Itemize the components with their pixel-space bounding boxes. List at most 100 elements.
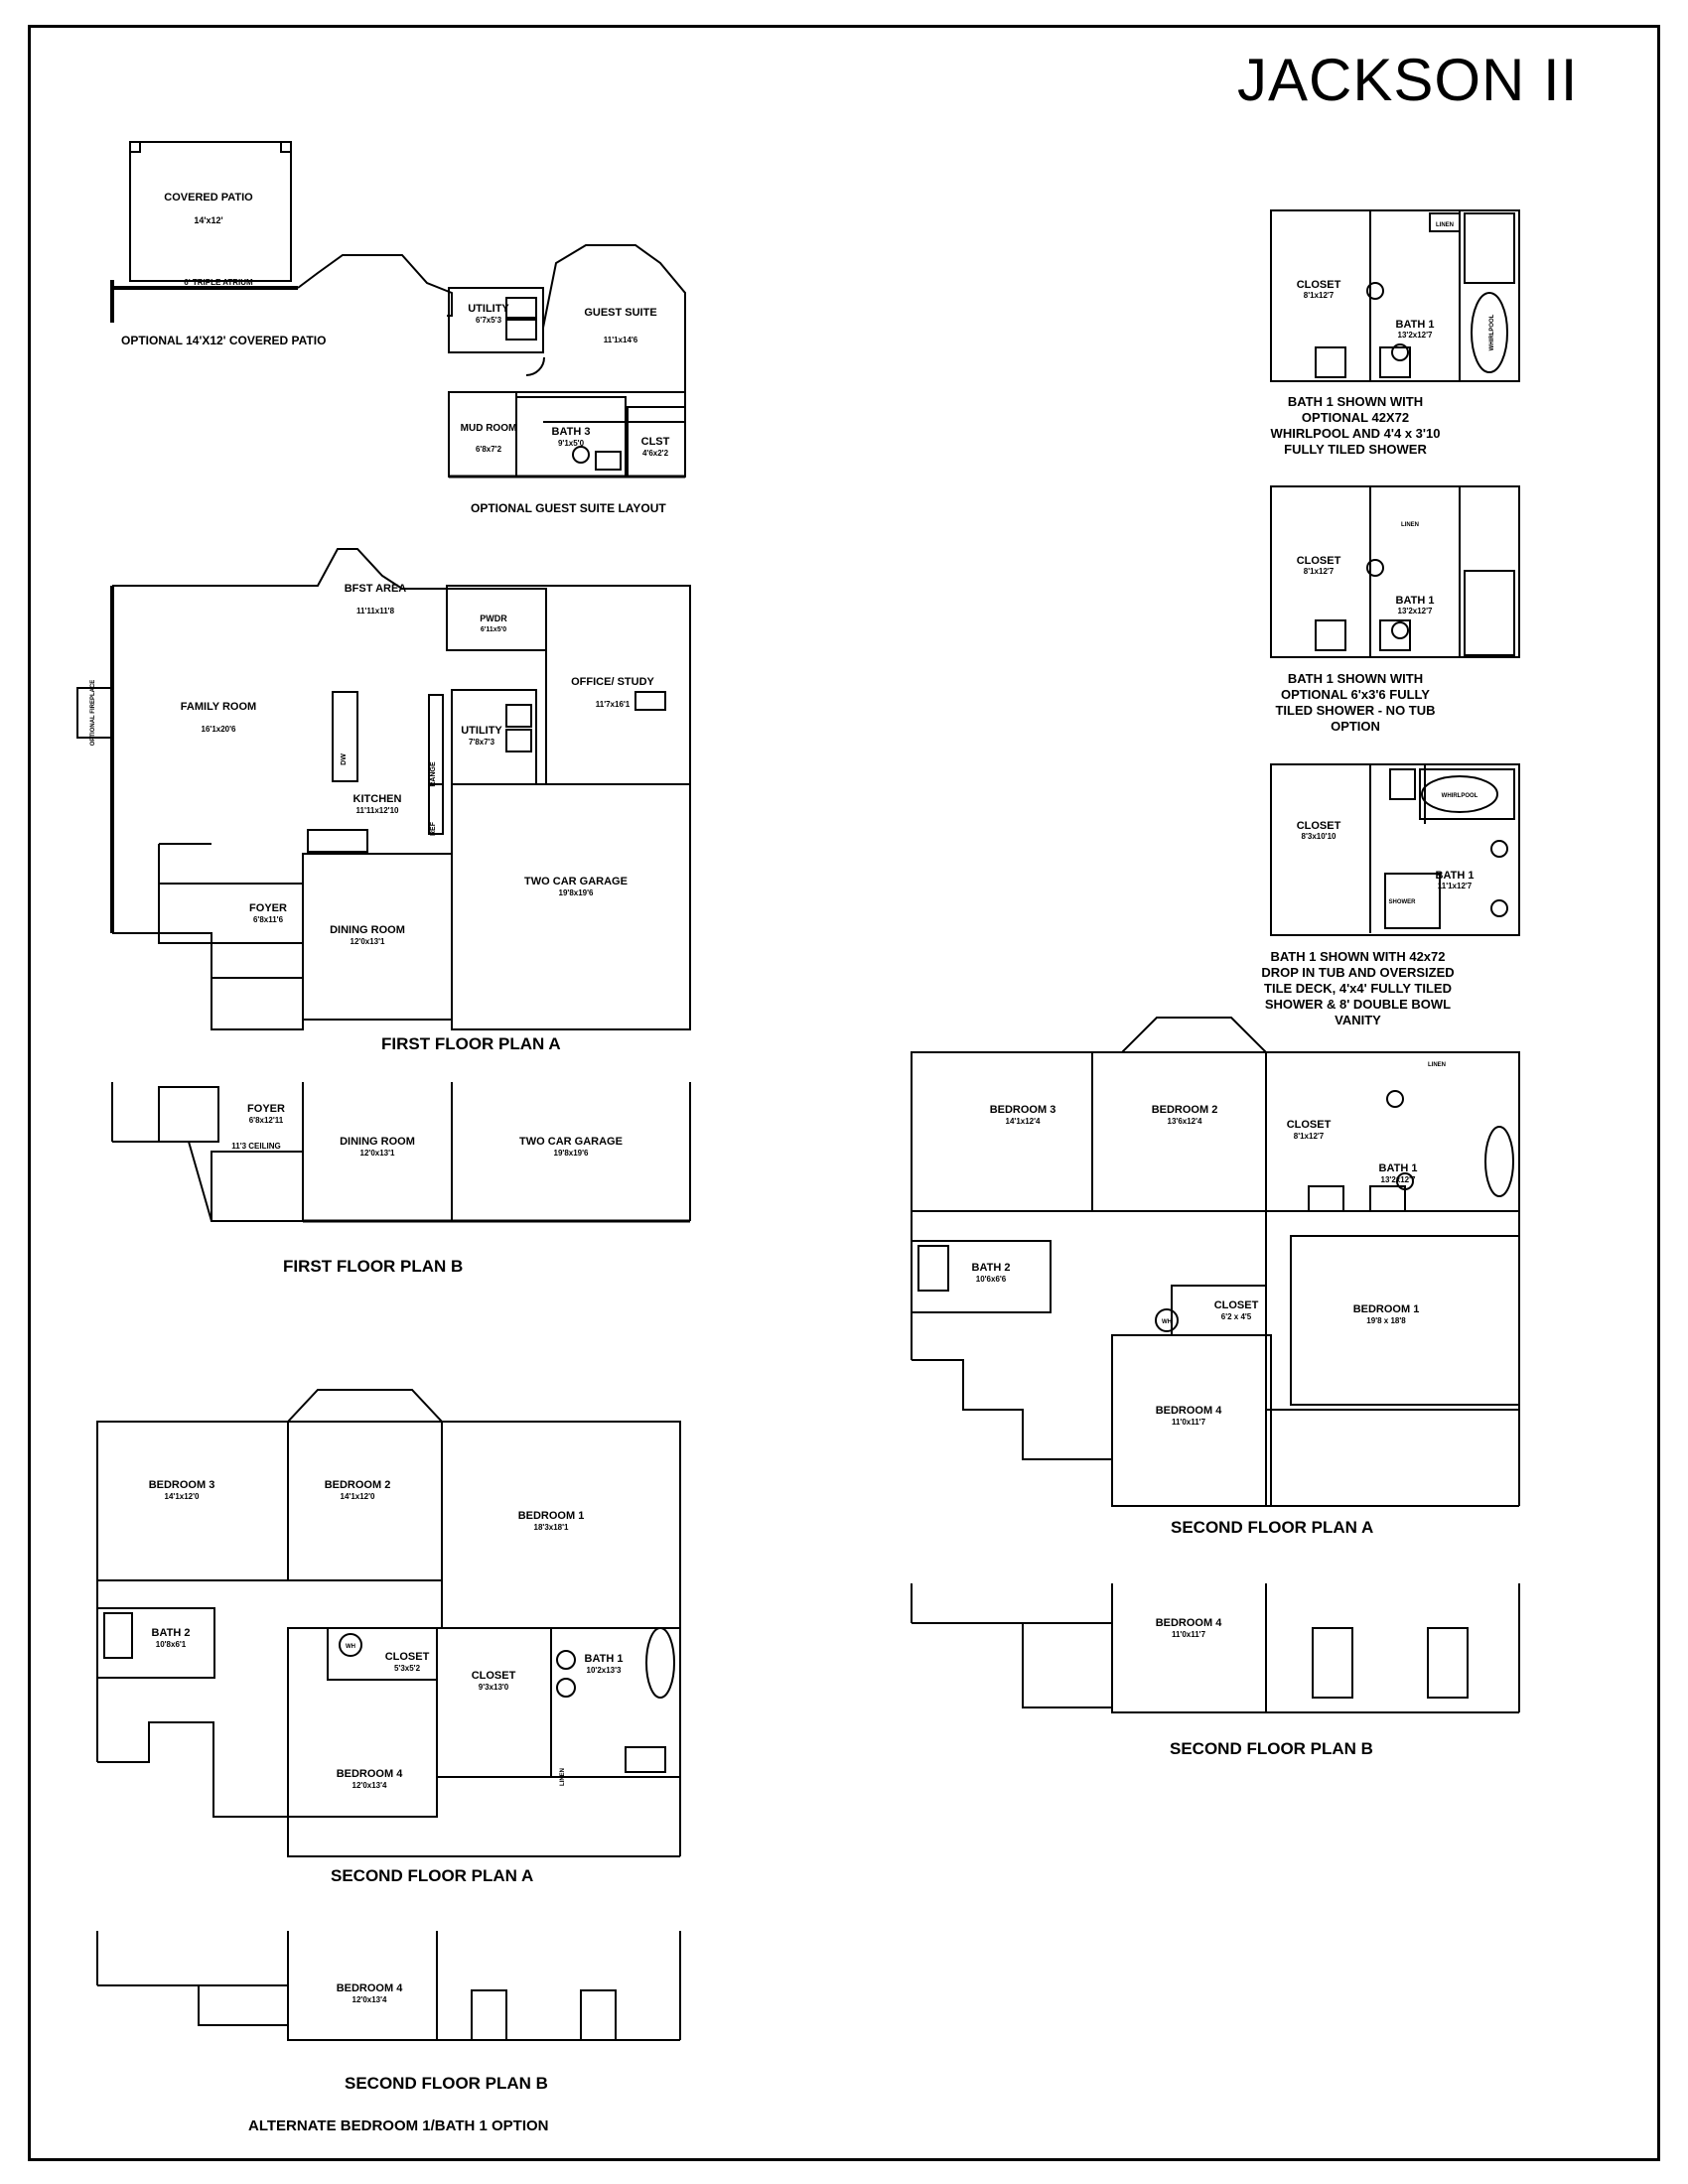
sfa-r-closet-small-label: CLOSET <box>1214 1299 1259 1311</box>
ffa-garage-size: 19'8x19'6 <box>559 888 595 897</box>
sfa-r-closet-small-size: 6'2 x 4'5 <box>1221 1312 1252 1321</box>
gs-suite-label: GUEST SUITE <box>584 307 656 319</box>
bo2-closet-label: CLOSET <box>1297 555 1341 567</box>
page-border <box>28 25 1660 2161</box>
sfa-r-closet-label: CLOSET <box>1287 1119 1332 1131</box>
sfa-l-bath1-label: BATH 1 <box>585 1653 624 1665</box>
ffa-pwdr-size: 6'11x5'0 <box>481 626 506 633</box>
gs-clst-size: 4'6x2'2 <box>642 449 669 458</box>
bath-option-3-plan <box>1270 763 1520 936</box>
ffa-fireplace-label: OPTIONAL FIREPLACE <box>90 680 96 747</box>
gs-mud-label: MUD ROOM <box>461 423 517 434</box>
bo3-closet-size: 8'3x10'10 <box>1302 832 1337 841</box>
atrium-label: 6' TRIPLE ATRIUM <box>184 278 253 287</box>
sfa-l-linen-label: LINEN <box>560 1768 566 1786</box>
ffa-bfst-size: 11'11x11'8 <box>356 607 395 615</box>
bo3-tub-label: WHIRLPOOL <box>1442 793 1478 799</box>
ffa-garage-label: TWO CAR GARAGE <box>524 876 628 887</box>
bo1-closet-label: CLOSET <box>1297 279 1341 291</box>
patio-size: 14'x12' <box>194 215 222 225</box>
alternate-option-caption: ALTERNATE BEDROOM 1/BATH 1 OPTION <box>248 2117 549 2134</box>
sfa-l-bath2-label: BATH 2 <box>152 1627 191 1639</box>
ffa-office-size: 11'7x16'1 <box>596 700 631 709</box>
bo2-bath-size: 13'2x12'7 <box>1398 607 1434 615</box>
ffb-garage-size: 19'8x19'6 <box>554 1149 590 1158</box>
sfb-r-bed4-label: BEDROOM 4 <box>1156 1617 1223 1629</box>
ffb-foyer-label: FOYER <box>247 1103 285 1115</box>
guest-suite-caption: OPTIONAL GUEST SUITE LAYOUT <box>471 501 666 515</box>
ffa-ref-label: REF <box>430 821 437 836</box>
sfa-l-closet-small-label: CLOSET <box>385 1651 430 1663</box>
gs-suite-size: 11'1x14'6 <box>604 336 638 344</box>
optional-patio-caption: OPTIONAL 14'X12' COVERED PATIO <box>121 334 327 347</box>
bath-option-2-note: BATH 1 SHOWN WITH OPTIONAL 6'x3'6 FULLY … <box>1275 671 1436 734</box>
gs-clst-label: CLST <box>641 436 670 448</box>
bo3-bath-label: BATH 1 <box>1436 870 1475 882</box>
ffa-utility-label: UTILITY <box>461 725 502 737</box>
second-floor-a-right-caption: SECOND FLOOR PLAN A <box>1171 1518 1374 1537</box>
sfa-r-bath1-size: 13'2x12'7 <box>1381 1175 1417 1184</box>
bo1-closet-size: 8'1x12'7 <box>1304 291 1335 300</box>
bo1-bath-label: BATH 1 <box>1396 319 1435 331</box>
gs-mud-size: 6'8x7'2 <box>476 445 502 454</box>
sfa-r-bed3-label: BEDROOM 3 <box>990 1104 1056 1116</box>
gs-utility-label: UTILITY <box>468 303 509 315</box>
bo1-bath-size: 13'2x12'7 <box>1398 331 1434 340</box>
sfa-l-bed4-label: BEDROOM 4 <box>337 1768 404 1780</box>
second-floor-b-right-plan <box>911 1583 1520 1713</box>
ffa-pwdr-label: PWDR <box>480 614 507 623</box>
sfa-l-bed4-size: 12'0x13'4 <box>352 1781 388 1790</box>
ffa-foyer-size: 6'8x11'6 <box>253 915 284 924</box>
second-floor-a-right-plan <box>911 1017 1520 1507</box>
gs-bath-label: BATH 3 <box>552 426 591 438</box>
sfa-l-closet-size: 9'3x13'0 <box>479 1683 509 1692</box>
ffb-garage-label: TWO CAR GARAGE <box>519 1136 623 1148</box>
bath-option-1-note: BATH 1 SHOWN WITH OPTIONAL 42X72 WHIRLPO… <box>1270 394 1441 457</box>
sfa-l-bed1-label: BEDROOM 1 <box>518 1510 585 1522</box>
second-floor-b-left-plan <box>96 1931 681 2041</box>
second-floor-b-right-caption: SECOND FLOOR PLAN B <box>1170 1739 1373 1758</box>
ffa-family-size: 16'1x20'6 <box>202 725 237 734</box>
ffb-foyer-size: 6'8x12'11 <box>249 1116 284 1125</box>
sfa-l-closet-label: CLOSET <box>472 1670 516 1682</box>
sfa-l-wh-label: WH <box>346 1644 355 1650</box>
first-floor-a-plan <box>76 548 691 1030</box>
bath-option-3-note: BATH 1 SHOWN WITH 42x72 DROP IN TUB AND … <box>1261 949 1455 1027</box>
sfa-r-bath2-label: BATH 2 <box>972 1262 1011 1274</box>
first-floor-a-caption: FIRST FLOOR PLAN A <box>381 1034 561 1053</box>
sfa-r-bed2-size: 13'6x12'4 <box>1168 1117 1203 1126</box>
guest-suite-plan <box>448 244 686 478</box>
ffb-dining-label: DINING ROOM <box>340 1136 415 1148</box>
bo2-bath-label: BATH 1 <box>1396 595 1435 607</box>
sfa-r-bath2-size: 10'6x6'6 <box>976 1275 1007 1284</box>
ffa-dining-label: DINING ROOM <box>330 924 405 936</box>
bo3-bath-size: 11'1x12'7 <box>1438 882 1473 890</box>
bo2-closet-size: 8'1x12'7 <box>1304 567 1335 576</box>
sfa-l-bed1-size: 18'3x18'1 <box>534 1523 570 1532</box>
sfa-r-bed4-label: BEDROOM 4 <box>1156 1405 1223 1417</box>
first-floor-b-caption: FIRST FLOOR PLAN B <box>283 1257 464 1276</box>
sfa-r-bath1-label: BATH 1 <box>1379 1162 1418 1174</box>
sfa-l-closet-small-size: 5'3x5'2 <box>394 1664 421 1673</box>
bo1-tub-label: WHIRLPOOL <box>1489 314 1495 350</box>
ffa-kitchen-label: KITCHEN <box>353 793 402 805</box>
sfa-l-bed2-label: BEDROOM 2 <box>325 1479 391 1491</box>
sfa-l-bed2-size: 14'1x12'0 <box>341 1492 376 1501</box>
bo2-linen-label: LINEN <box>1401 522 1419 528</box>
ffa-dining-size: 12'0x13'1 <box>351 937 386 946</box>
sfa-r-bed4-size: 11'0x11'7 <box>1172 1418 1206 1427</box>
sfa-r-bed1-size: 19'8 x 18'8 <box>1366 1316 1406 1325</box>
sfa-r-bed1-label: BEDROOM 1 <box>1353 1303 1420 1315</box>
sfa-r-bed2-label: BEDROOM 2 <box>1152 1104 1218 1116</box>
sfa-r-linen-label: LINEN <box>1428 1062 1446 1068</box>
sfa-r-closet-size: 8'1x12'7 <box>1294 1132 1325 1141</box>
ffa-bfst-label: BFST AREA <box>345 583 407 595</box>
bath-option-2-plan <box>1270 485 1520 658</box>
gs-utility-size: 6'7x5'3 <box>476 316 502 325</box>
patio-label: COVERED PATIO <box>164 192 253 204</box>
ffa-foyer-label: FOYER <box>249 902 287 914</box>
covered-patio-plan <box>110 141 453 323</box>
ffa-dw-label: DW <box>341 753 348 765</box>
second-floor-a-left-plan <box>96 1389 681 1857</box>
